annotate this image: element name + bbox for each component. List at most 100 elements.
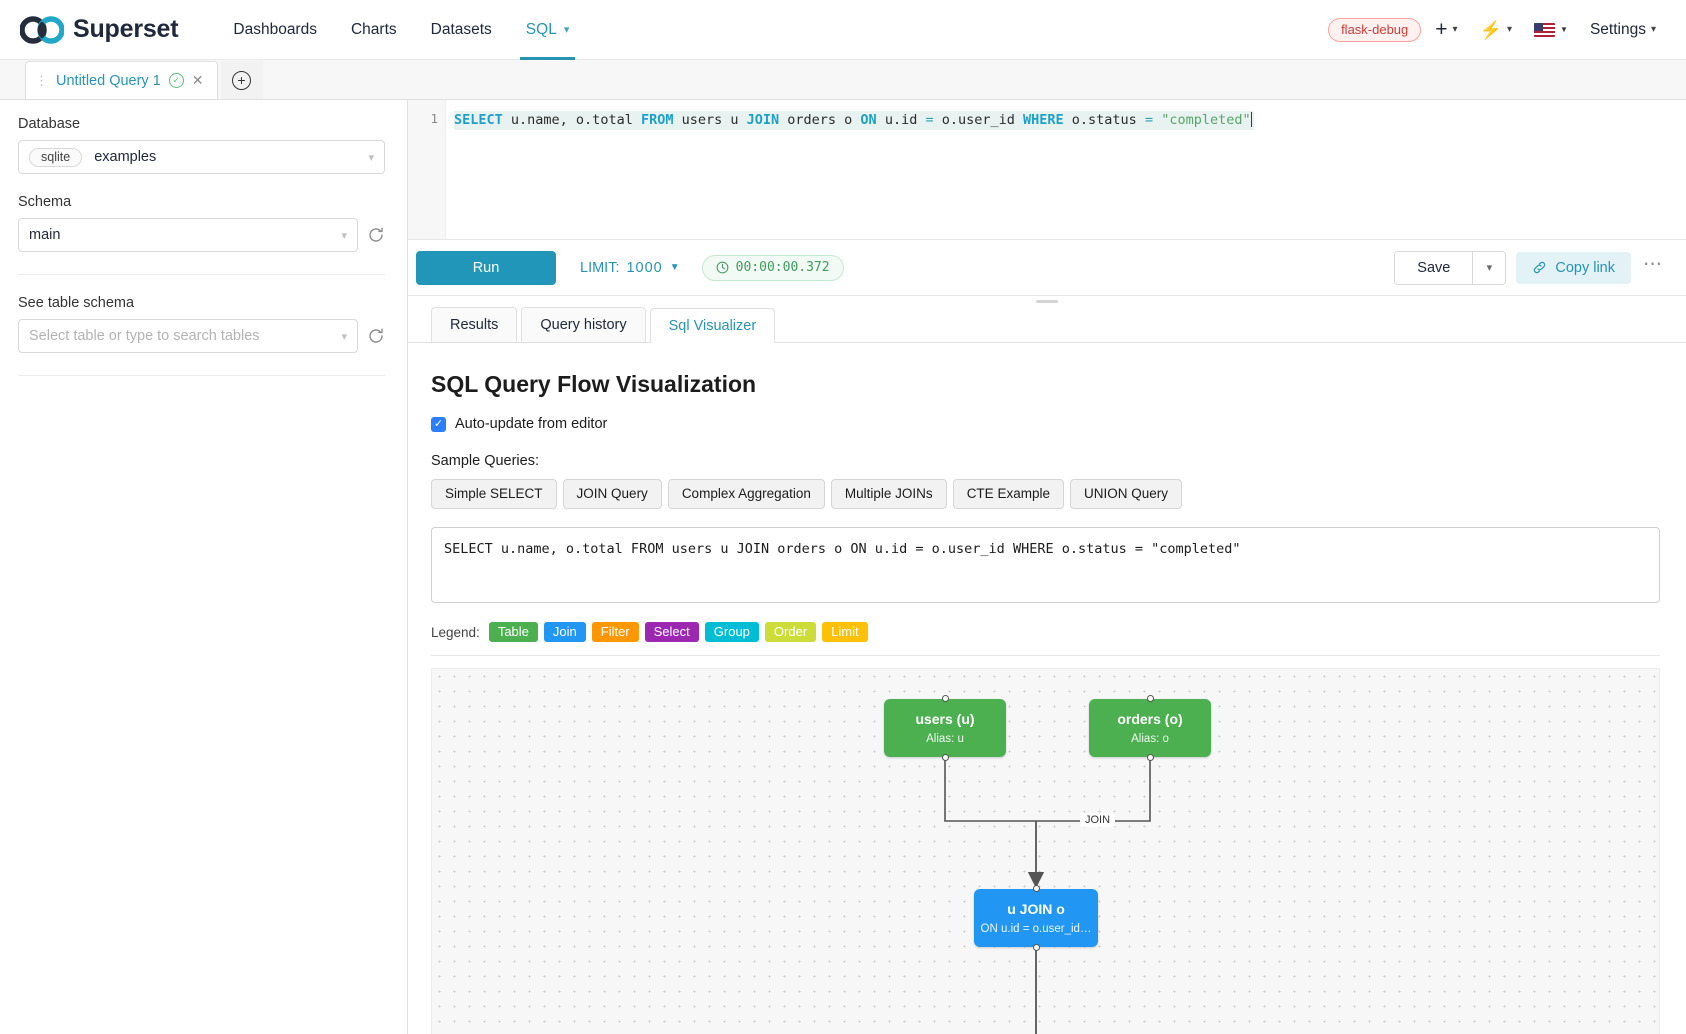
check-circle-icon: ✓ xyxy=(168,73,184,88)
settings-menu[interactable]: Settings ▾ xyxy=(1582,15,1664,45)
sql-visualizer-panel: SQL Query Flow Visualization ✓ Auto-upda… xyxy=(408,343,1686,1034)
auto-update-checkbox[interactable]: ✓ xyxy=(431,416,446,432)
schema-select[interactable]: main ▾ xyxy=(18,218,358,252)
legend-chip-order: Order xyxy=(764,622,817,642)
node-handle-bottom[interactable] xyxy=(1146,754,1154,761)
sql-text-2: users u xyxy=(673,112,747,128)
flow-node-join[interactable]: u JOIN o ON u.id = o.user_id… xyxy=(974,885,1098,951)
chevron-down-icon: ▾ xyxy=(1650,24,1656,35)
flow-node-users[interactable]: users (u) Alias: u xyxy=(884,695,1006,761)
nav-item-sql-label: SQL xyxy=(525,20,557,38)
run-button[interactable]: Run xyxy=(416,250,556,285)
add-query-tab-button[interactable]: + xyxy=(220,61,263,99)
main-nav-links: Dashboards Charts Datasets SQL ▾ xyxy=(216,0,586,60)
sql-text-3: orders o xyxy=(779,112,861,128)
settings-label: Settings xyxy=(1589,20,1646,38)
auto-update-label: Auto-update from editor xyxy=(455,416,608,432)
tab-sql-visualizer[interactable]: Sql Visualizer xyxy=(649,308,776,343)
editor-code-lines: SELECT u.name, o.total FROM users u JOIN… xyxy=(446,100,1686,239)
save-button[interactable]: Save xyxy=(1395,251,1473,284)
edge-label-join: JOIN xyxy=(1080,813,1116,827)
chevron-down-icon: ▾ xyxy=(1507,24,1513,35)
superset-logo[interactable]: Superset xyxy=(20,15,179,44)
link-icon xyxy=(1534,261,1546,274)
flow-node-orders[interactable]: orders (o) Alias: o xyxy=(1089,695,1211,761)
close-icon[interactable]: ✕ xyxy=(191,72,204,88)
node-handle-top[interactable] xyxy=(1146,695,1154,702)
query-flow-canvas[interactable]: JOIN users (u) Alias: u orders (o) Alias… xyxy=(431,668,1660,1034)
line-number: 1 xyxy=(430,111,438,126)
ellipsis-icon[interactable]: ⋯ xyxy=(1643,254,1662,275)
caret-down-icon: ▼ xyxy=(1560,25,1568,34)
database-select-value: examples xyxy=(94,149,157,165)
limit-dropdown[interactable]: LIMIT: 1000 ▼ xyxy=(580,260,680,276)
caret-down-icon: ▼ xyxy=(669,262,680,273)
limit-value: 1000 xyxy=(626,259,663,276)
database-select[interactable]: sqlite examples ▾ xyxy=(18,140,385,174)
table-schema-row: Select table or type to search tables ▾ xyxy=(18,319,385,353)
nav-item-sql[interactable]: SQL ▾ xyxy=(509,0,587,60)
copy-link-label: Copy link xyxy=(1555,259,1615,276)
nav-item-charts-label: Charts xyxy=(350,20,397,38)
save-dropdown-button[interactable]: ▾ xyxy=(1472,251,1506,284)
sql-text-4: u.id xyxy=(876,112,926,128)
brand-text: Superset xyxy=(73,15,179,43)
legend-label: Legend: xyxy=(431,624,480,640)
tab-results[interactable]: Results xyxy=(431,307,518,342)
flow-edges xyxy=(944,757,1151,1034)
sample-button-complex-aggregation[interactable]: Complex Aggregation xyxy=(667,479,825,509)
query-timer-value: 00:00:00.372 xyxy=(735,259,830,275)
plus-circle-icon: + xyxy=(232,70,252,90)
sample-button-cte-example[interactable]: CTE Example xyxy=(952,479,1064,509)
nav-item-datasets[interactable]: Datasets xyxy=(414,0,509,60)
tab-query-history[interactable]: Query history xyxy=(521,307,646,342)
refresh-schema-icon[interactable] xyxy=(367,226,385,244)
text-cursor xyxy=(1250,112,1252,127)
chevron-down-icon: ▾ xyxy=(1452,24,1458,35)
pane-resize-grip xyxy=(1036,300,1058,303)
pane-resize-handle[interactable] xyxy=(408,296,1686,307)
save-button-group: Save ▾ xyxy=(1394,250,1507,285)
sample-button-simple-select[interactable]: Simple SELECT xyxy=(431,479,557,509)
table-search-select[interactable]: Select table or type to search tables ▾ xyxy=(18,319,358,353)
node-handle-top[interactable] xyxy=(941,695,949,702)
sample-button-union-query[interactable]: UNION Query xyxy=(1069,479,1182,509)
toolbar-right-group: Save ▾ Copy link ⋯ xyxy=(1394,250,1664,285)
chevron-down-icon: ▾ xyxy=(368,151,374,164)
result-tab-bar: Results Query history Sql Visualizer xyxy=(408,307,1686,343)
database-engine-chip: sqlite xyxy=(29,147,83,167)
sql-keyword-from: FROM xyxy=(640,112,674,128)
node-handle-bottom[interactable] xyxy=(1032,944,1040,951)
nav-item-dashboards[interactable]: Dashboards xyxy=(216,0,334,60)
query-timer-badge: 00:00:00.372 xyxy=(701,254,844,281)
lightning-bolt-icon: ⚡ xyxy=(1479,19,1502,40)
query-tab-untitled-query-1[interactable]: ⋮ Untitled Query 1 ✓ ✕ xyxy=(25,61,218,99)
sql-input-textarea[interactable] xyxy=(431,527,1660,603)
language-selector[interactable]: ▼ xyxy=(1526,17,1576,43)
drag-handle-icon[interactable]: ⋮ xyxy=(35,73,48,88)
node-handle-bottom[interactable] xyxy=(941,754,949,761)
refresh-tables-icon[interactable] xyxy=(367,327,385,345)
flow-node-users-title: users (u) xyxy=(915,711,975,728)
nav-item-charts[interactable]: Charts xyxy=(334,0,414,60)
sample-button-multiple-joins[interactable]: Multiple JOINs xyxy=(830,479,947,509)
flow-node-orders-title: orders (o) xyxy=(1117,711,1183,728)
flow-node-users-alias: Alias: u xyxy=(926,732,964,745)
sql-editor-pane: 1 SELECT u.name, o.total FROM users u JO… xyxy=(408,100,1686,1034)
new-item-button[interactable]: + ▾ xyxy=(1427,13,1465,46)
legend-chip-limit: Limit xyxy=(822,622,868,642)
node-handle-top[interactable] xyxy=(1032,885,1040,892)
sample-button-join-query[interactable]: JOIN Query xyxy=(562,479,662,509)
sql-code-editor[interactable]: 1 SELECT u.name, o.total FROM users u JO… xyxy=(408,100,1686,240)
copy-link-button[interactable]: Copy link xyxy=(1516,251,1631,284)
clock-icon xyxy=(716,261,729,273)
nav-item-datasets-label: Datasets xyxy=(430,20,492,38)
quick-actions-button[interactable]: ⚡ ▾ xyxy=(1472,15,1520,45)
editor-code-line-1: SELECT u.name, o.total FROM users u JOIN… xyxy=(454,111,1254,130)
chevron-down-icon: ▾ xyxy=(341,330,347,343)
superset-infinity-icon xyxy=(20,15,64,44)
query-settings-sidebar: Database sqlite examples ▾ Schema main ▾… xyxy=(0,100,408,1034)
legend-chip-filter: Filter xyxy=(591,622,639,642)
flask-debug-badge[interactable]: flask-debug xyxy=(1328,17,1422,42)
chevron-down-icon: ▾ xyxy=(341,229,347,242)
